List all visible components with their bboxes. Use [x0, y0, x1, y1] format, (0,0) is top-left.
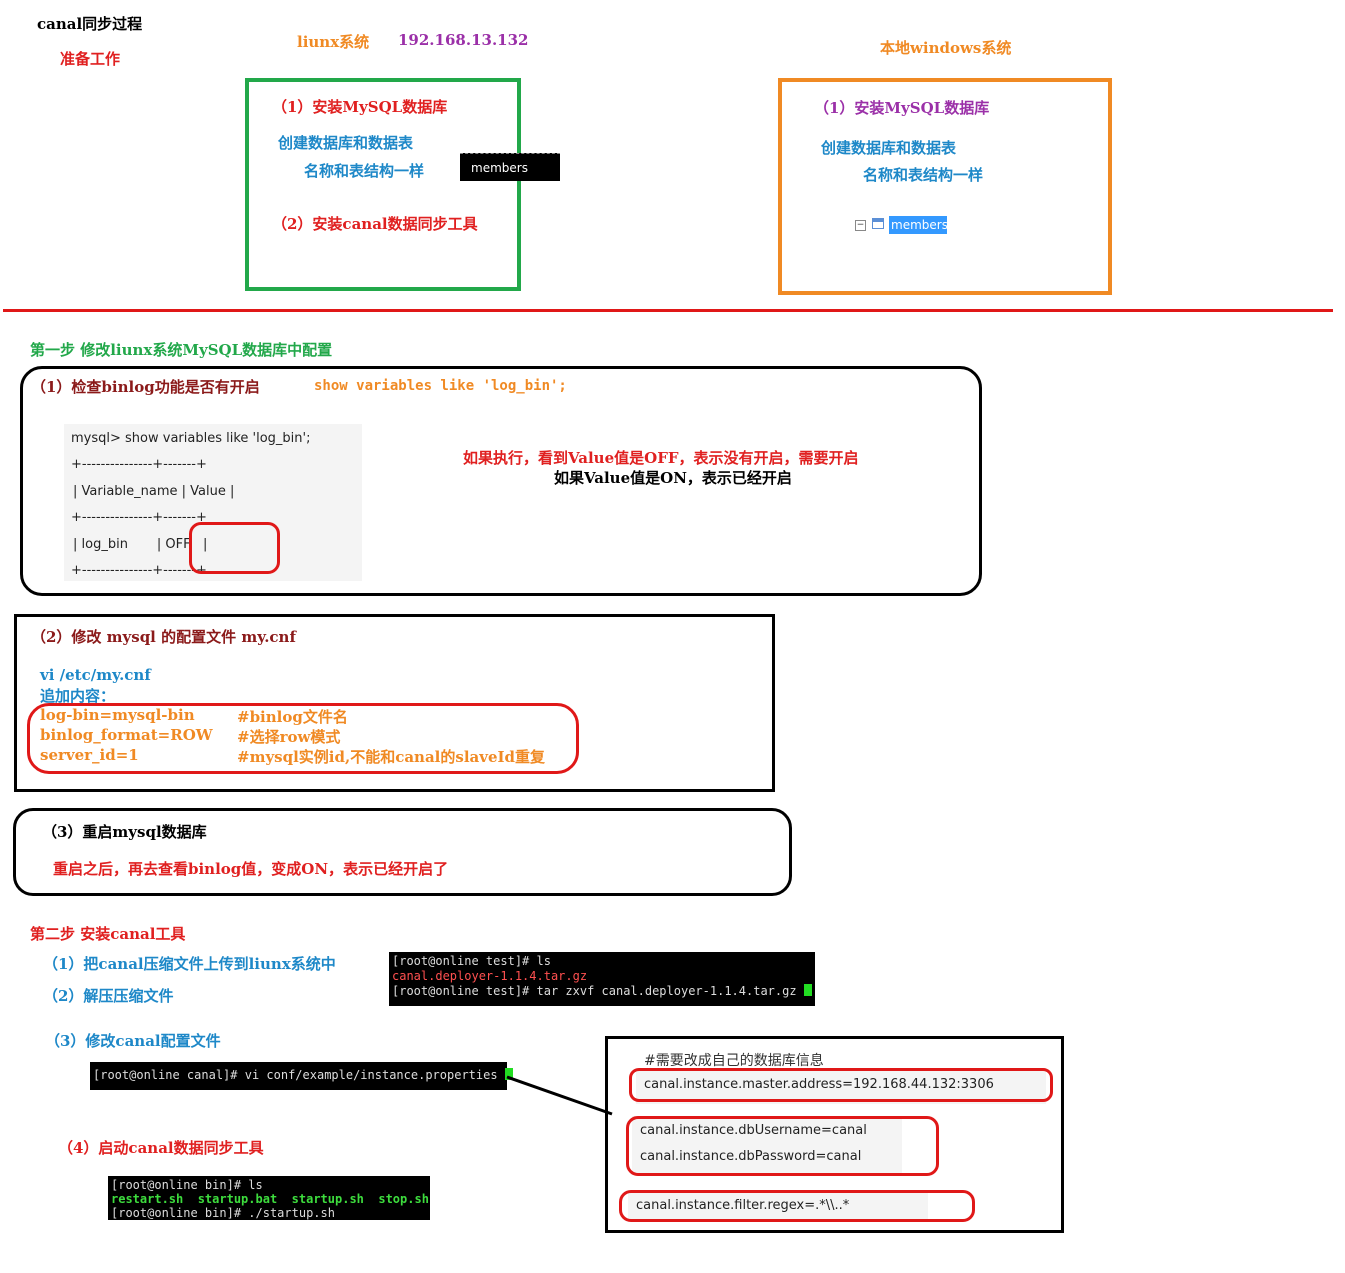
props-filter-panel: canal.instance.filter.regex=.*\\..*	[628, 1192, 928, 1220]
step-one-title: 第一步 修改liunx系统MySQL数据库中配置	[30, 341, 333, 359]
credentials-highlight	[626, 1116, 939, 1176]
off-highlight	[189, 522, 280, 574]
props-credentials-panel: canal.instance.dbUsername=canal canal.in…	[632, 1116, 902, 1174]
linux-step1: （1）安装MySQL数据库	[272, 98, 448, 116]
cfg-log-bin-note: #binlog文件名	[237, 708, 348, 726]
props-address: canal.instance.master.address=192.168.44…	[644, 1077, 994, 1092]
props-address-panel: canal.instance.master.address=192.168.44…	[636, 1068, 1046, 1104]
cfg-highlight	[27, 703, 579, 774]
cfg-log-bin: log-bin=mysql-bin	[40, 706, 195, 724]
modify-cnf-title: （2）修改 mysql 的配置文件 my.cnf	[31, 628, 296, 646]
check-binlog-title: （1）检查binlog功能是否有开启	[31, 378, 260, 396]
mysql-border-1: +---------------+-------+	[71, 457, 207, 472]
upload-step: （1）把canal压缩文件上传到liunx系统中	[43, 955, 336, 973]
cfg-binlog-format-note: #选择row模式	[237, 728, 341, 746]
props-password: canal.instance.dbPassword=canal	[640, 1149, 862, 1164]
cfg-server-id-note: #mysql实例id,不能和canal的slaveId重复	[237, 748, 545, 766]
props-filter: canal.instance.filter.regex=.*\\..*	[636, 1198, 850, 1213]
restart-title: （3）重启mysql数据库	[42, 823, 207, 841]
mysql-prompt: mysql> show variables like 'log_bin';	[71, 431, 311, 446]
check-binlog-command: show variables like 'log_bin';	[314, 378, 567, 394]
section-divider	[3, 309, 1333, 312]
restart-note: 重启之后，再去查看binlog值，变成ON，表示已经开启了	[53, 860, 449, 878]
terminal-vi: [root@online canal]# vi conf/example/ins…	[90, 1062, 513, 1090]
windows-same: 名称和表结构一样	[863, 166, 984, 184]
linux-table-members: members	[460, 153, 560, 181]
mysql-output-panel: mysql> show variables like 'log_bin'; +-…	[64, 424, 362, 581]
modify-cnf-box	[14, 614, 775, 792]
linux-step2: （2）安装canal数据同步工具	[272, 215, 478, 233]
term3-line3: [root@online bin]# ./startup.sh	[111, 1206, 335, 1220]
windows-box	[778, 78, 1112, 295]
linux-create: 创建数据库和数据表	[278, 134, 414, 152]
linux-same: 名称和表结构一样	[304, 162, 425, 180]
start-step: （4）启动canal数据同步工具	[58, 1139, 264, 1157]
props-username: canal.instance.dbUsername=canal	[640, 1123, 867, 1138]
props-comment: #需要改成自己的数据库信息	[644, 1053, 824, 1069]
unzip-step: （2）解压压缩文件	[43, 987, 174, 1005]
cfg-binlog-format: binlog_format=ROW	[40, 726, 213, 744]
vi-command: vi /etc/my.cnf	[40, 666, 151, 684]
windows-step1: （1）安装MySQL数据库	[814, 99, 990, 117]
restart-box	[13, 808, 792, 896]
linux-ip: 192.168.13.132	[398, 31, 529, 49]
check-binlog-box	[20, 366, 982, 596]
term2-line: [root@online canal]# vi conf/example/ins…	[93, 1068, 505, 1082]
mysql-data-row: | log_bin | OFF |	[73, 537, 208, 552]
windows-label: 本地windows系统	[880, 39, 1012, 57]
properties-box	[605, 1036, 1064, 1233]
linux-label: liunx系统	[297, 33, 370, 51]
append-label: 追加内容：	[40, 687, 116, 705]
table-icon	[872, 218, 884, 229]
modify-config-step: （3）修改canal配置文件	[45, 1032, 221, 1050]
page-title: canal同步过程	[37, 15, 143, 33]
term3-line1: [root@online bin]# ls	[111, 1178, 263, 1192]
address-highlight	[629, 1068, 1053, 1102]
collapse-icon: −	[855, 220, 866, 231]
windows-create: 创建数据库和数据表	[821, 139, 957, 157]
term3-file-restart: restart.sh	[111, 1192, 184, 1206]
linux-box	[245, 78, 521, 291]
term3-file-startup-bat: startup.bat	[197, 1192, 278, 1206]
cursor-icon	[803, 984, 812, 996]
term1-line1: [root@online test]# ls	[392, 954, 551, 968]
note-on: 如果Value值是ON，表示已经开启	[554, 469, 792, 487]
term1-line3: [root@online test]# tar zxvf canal.deplo…	[392, 984, 804, 998]
term3-file-stop: stop.sh	[378, 1192, 429, 1206]
step-two-title: 第二步 安装canal工具	[30, 925, 186, 943]
filter-highlight	[619, 1190, 975, 1222]
mysql-header-row: | Variable_name | Value |	[73, 484, 235, 499]
term1-line2: canal.deployer-1.1.4.tar.gz	[392, 969, 588, 983]
cursor-icon	[504, 1068, 513, 1080]
prep-label: 准备工作	[60, 50, 121, 68]
note-off: 如果执行，看到Value值是OFF，表示没有开启，需要开启	[463, 449, 859, 467]
windows-table-members: members	[889, 216, 948, 234]
term3-file-startup-sh: startup.sh	[291, 1192, 364, 1206]
cfg-server-id: server_id=1	[40, 746, 139, 764]
mysql-border-2: +---------------+-------+	[71, 510, 207, 525]
mysql-border-3: +---------------+-------+	[71, 563, 207, 578]
